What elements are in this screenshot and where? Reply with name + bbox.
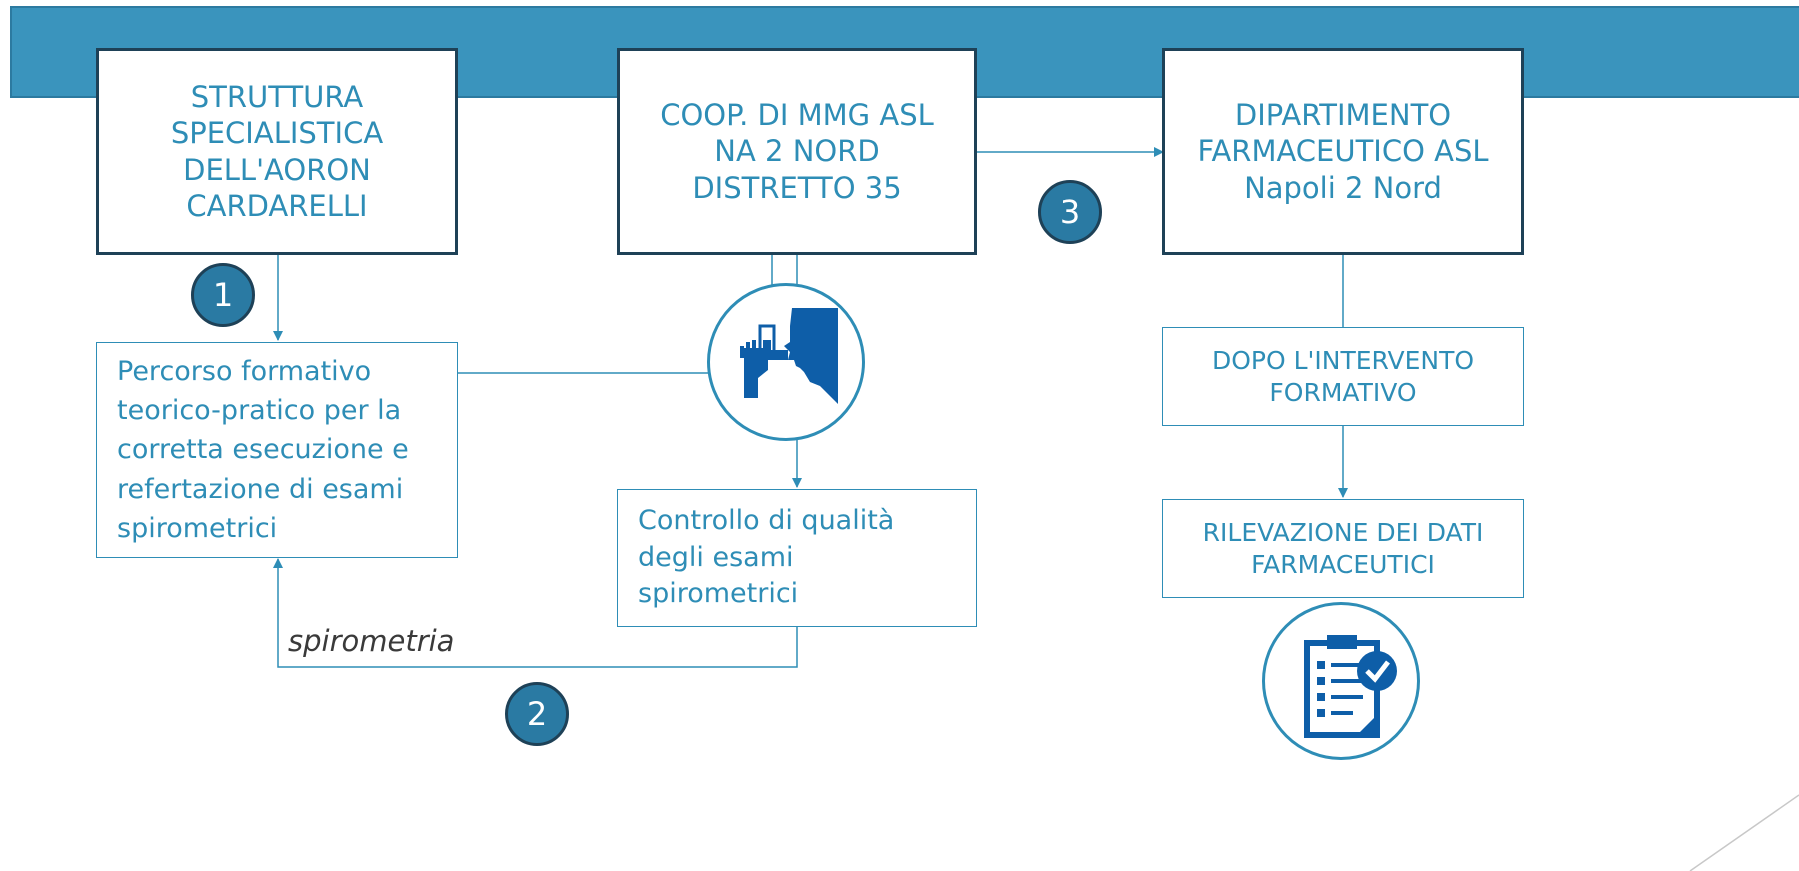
box-dopo-intervento: DOPO L'INTERVENTO FORMATIVO bbox=[1162, 327, 1524, 426]
box-controllo-qualita: Controllo di qualità degli esami spirome… bbox=[617, 489, 977, 627]
checklist-icon bbox=[1262, 602, 1420, 760]
box-coop-mmg: COOP. DI MMG ASL NA 2 NORD DISTRETTO 35 bbox=[617, 48, 977, 255]
step-badge-1: 1 bbox=[191, 263, 255, 327]
spirometry-icon bbox=[707, 283, 865, 441]
step-badge-2: 2 bbox=[505, 682, 569, 746]
box-percorso-formativo: Percorso formativo teorico-pratico per l… bbox=[96, 342, 458, 558]
box-controllo-label: Controllo di qualità degli esami spirome… bbox=[638, 505, 895, 610]
box-rilevazione-dati: RILEVAZIONE DEI DATI FARMACEUTICI bbox=[1162, 499, 1524, 598]
box-dipartimento-label: DIPARTIMENTO FARMACEUTICO ASL Napoli 2 N… bbox=[1197, 98, 1489, 205]
box-aoron-label: STRUTTURA SPECIALISTICA DELL'AORON CARDA… bbox=[170, 80, 384, 223]
box-percorso-label: Percorso formativo teorico-pratico per l… bbox=[117, 356, 409, 544]
step-badge-3-label: 3 bbox=[1059, 193, 1081, 231]
box-dipartimento-farmaceutico: DIPARTIMENTO FARMACEUTICO ASL Napoli 2 N… bbox=[1162, 48, 1524, 255]
arrow-controllo-to-percorso bbox=[273, 558, 798, 668]
box-rilevazione-label: RILEVAZIONE DEI DATI FARMACEUTICI bbox=[1202, 518, 1484, 579]
step-badge-3: 3 bbox=[1038, 180, 1102, 244]
box-aoron-cardarelli: STRUTTURA SPECIALISTICA DELL'AORON CARDA… bbox=[96, 48, 458, 255]
spirometria-label: spirometria bbox=[288, 624, 455, 658]
step-badge-1-label: 1 bbox=[212, 276, 234, 314]
step-badge-2-label: 2 bbox=[526, 695, 548, 733]
box-dopo-label: DOPO L'INTERVENTO FORMATIVO bbox=[1211, 346, 1475, 407]
box-coop-label: COOP. DI MMG ASL NA 2 NORD DISTRETTO 35 bbox=[660, 98, 934, 205]
